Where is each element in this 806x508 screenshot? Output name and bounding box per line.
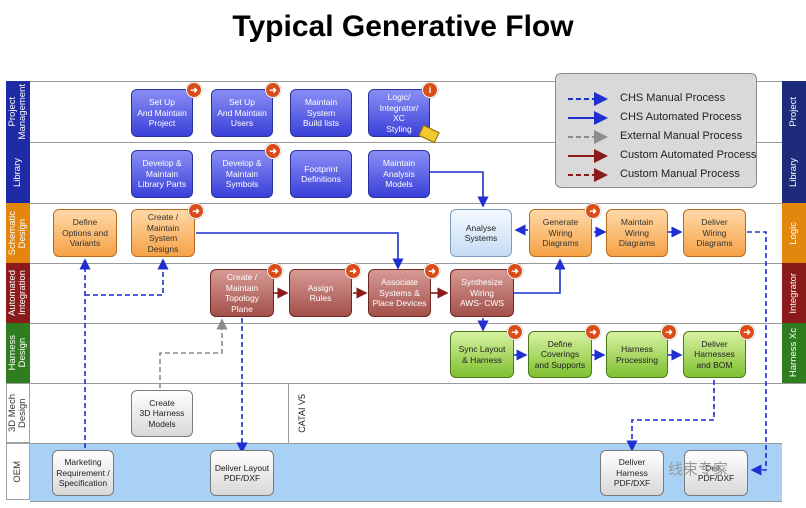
flow-harness-to-oem xyxy=(626,380,715,452)
deliver-layout-box[interactable]: Deliver Layout PDF/DXF xyxy=(210,450,274,496)
arrow-badge-icon: ➜ xyxy=(661,324,677,340)
lane-divider xyxy=(6,323,806,324)
lane-label-automated-integration: Automated Integration xyxy=(6,263,30,323)
arrow-badge-icon: ➜ xyxy=(188,203,204,219)
flow-system-to-associate xyxy=(196,232,404,270)
arrow-badge-icon: ➜ xyxy=(186,82,202,98)
deliver-wiring-box[interactable]: Deliver Wiring Diagrams xyxy=(683,209,746,257)
topology-plane-box[interactable]: Create / Maintain Topology Plane xyxy=(210,269,274,317)
catai-divider xyxy=(288,383,289,443)
lane-label-oem: OEM xyxy=(6,443,30,500)
lane-label-library: Library xyxy=(6,142,30,203)
setup-users-box[interactable]: Set Up And Maintain Users xyxy=(211,89,273,137)
symbols-box[interactable]: Develop & Maintain Symbols xyxy=(211,150,273,198)
deliver-harness-pdf-box[interactable]: Deliver Harness PDF/DXF xyxy=(600,450,664,496)
sync-layout-box[interactable]: Sync Layout & Harness xyxy=(450,331,514,378)
legend-label-chs-manual: CHS Manual Process xyxy=(620,92,726,104)
right-label-integrator: Integrator xyxy=(782,263,806,323)
arrow-badge-icon: ➜ xyxy=(424,263,440,279)
right-label-project: Project xyxy=(782,81,806,142)
lane-divider xyxy=(6,81,806,82)
right-label-harness-xc: Harness Xc xyxy=(782,323,806,383)
library-parts-box[interactable]: Develop & Maintain Library Parts xyxy=(131,150,193,198)
analyse-systems-box[interactable]: Analyse Systems xyxy=(450,209,512,257)
arrow-badge-icon: ➜ xyxy=(345,263,361,279)
arrow-badge-icon: ➜ xyxy=(265,82,281,98)
lane-divider xyxy=(6,142,806,143)
arrow-badge-icon: ➜ xyxy=(739,324,755,340)
lane-label-harness-design: Harness Design xyxy=(6,323,30,383)
legend-label-external-manual: External Manual Process xyxy=(620,130,743,142)
maintain-build-lists-box[interactable]: Maintain System Build lists xyxy=(290,89,352,137)
deliver-pdf-box[interactable]: Deli... PDF/DXF xyxy=(684,450,748,496)
analysis-models-box[interactable]: Maintain Analysis Models xyxy=(368,150,430,198)
lane-divider xyxy=(6,383,806,384)
arrow-badge-icon: ➜ xyxy=(507,263,523,279)
flow-3d-to-topo xyxy=(159,318,228,388)
flow-synth-to-gen xyxy=(514,258,566,294)
legend-label-custom-automated: Custom Automated Process xyxy=(620,149,757,161)
deliver-harnesses-box[interactable]: Deliver Harnesses and BOM xyxy=(683,331,746,378)
system-designs-box[interactable]: Create / Maintain System Designs xyxy=(131,209,195,257)
right-label-logic: Logic xyxy=(782,203,806,263)
define-coverings-box[interactable]: Define Coverings and Supports xyxy=(528,331,592,378)
generate-wiring-box[interactable]: Generate Wiring Diagrams xyxy=(529,209,592,257)
define-options-box[interactable]: Define Options and Variants xyxy=(53,209,117,257)
catai-label: CATAI V5 xyxy=(297,393,307,433)
arrow-badge-icon: ➜ xyxy=(585,324,601,340)
legend-label-custom-manual: Custom Manual Process xyxy=(620,168,740,180)
harness-processing-box[interactable]: Harness Processing xyxy=(606,331,668,378)
assign-rules-box[interactable]: Assign Rules xyxy=(289,269,352,317)
legend-label-chs-automated: CHS Automated Process xyxy=(620,111,742,123)
lane-label-schematic-design: Schematic Design xyxy=(6,203,30,263)
lane-divider xyxy=(6,263,806,264)
lane-label-3d-mech-design: 3D Mech Design xyxy=(6,383,30,443)
legend-lines xyxy=(568,92,608,182)
flow-wiring-to-oem xyxy=(747,231,767,476)
legend: CHS Manual Process CHS Automated Process… xyxy=(555,73,757,188)
arrow-badge-icon: ➜ xyxy=(265,143,281,159)
marketing-requirement-box[interactable]: Marketing Requirement / Specification xyxy=(52,450,114,496)
maintain-wiring-box[interactable]: Maintain Wiring Diagrams xyxy=(606,209,668,257)
create-3d-harness-box[interactable]: Create 3D Harness Models xyxy=(131,390,193,437)
associate-systems-box[interactable]: Associate Systems & Place Devices xyxy=(368,269,431,317)
setup-project-box[interactable]: Set Up And Maintain Project xyxy=(131,89,193,137)
flow-models-to-analyse xyxy=(413,171,489,208)
arrow-badge-icon: ➜ xyxy=(507,324,523,340)
watermark: 线束专家 xyxy=(668,461,729,478)
flow-options-to-system xyxy=(85,258,169,296)
right-label-library: Library xyxy=(782,142,806,203)
arrow-badge-icon: ➜ xyxy=(267,263,283,279)
logic-styling-box[interactable]: Logic/ Integrator/ XC Styling xyxy=(368,89,430,137)
info-badge-icon: i xyxy=(422,82,438,98)
footprint-box[interactable]: Footprint Definitions xyxy=(290,150,352,198)
diagram-title: Typical Generative Flow xyxy=(232,10,574,43)
arrow-badge-icon: ➜ xyxy=(585,203,601,219)
lane-label-project-management: Project Management xyxy=(6,81,30,142)
lane-divider xyxy=(6,203,806,204)
synthesize-wiring-box[interactable]: Synthesize Wiring AWS- CWS xyxy=(450,269,514,317)
